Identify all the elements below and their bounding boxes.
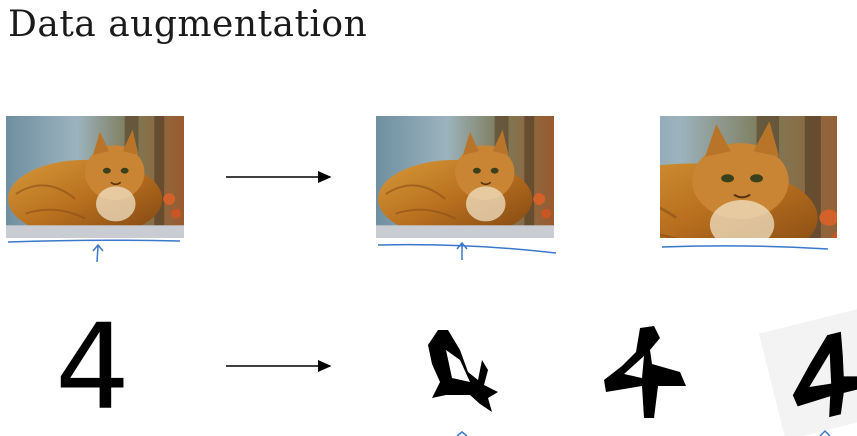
slide-title: Data augmentation: [8, 4, 368, 45]
underline-annotation: [661, 245, 829, 250]
rotated-four-digit: [758, 307, 857, 436]
annotation-mark: [819, 429, 831, 436]
underline-annotation: [377, 243, 557, 254]
underline-annotation: [7, 239, 181, 243]
distorted-four-digit: [428, 330, 498, 412]
distorted-four-digit: [604, 326, 686, 418]
up-arrow-annotation-icon: [92, 243, 104, 263]
original-four-digit: 4: [55, 298, 131, 436]
annotation-mark: [456, 431, 468, 436]
up-arrow-annotation-icon: [456, 241, 468, 260]
